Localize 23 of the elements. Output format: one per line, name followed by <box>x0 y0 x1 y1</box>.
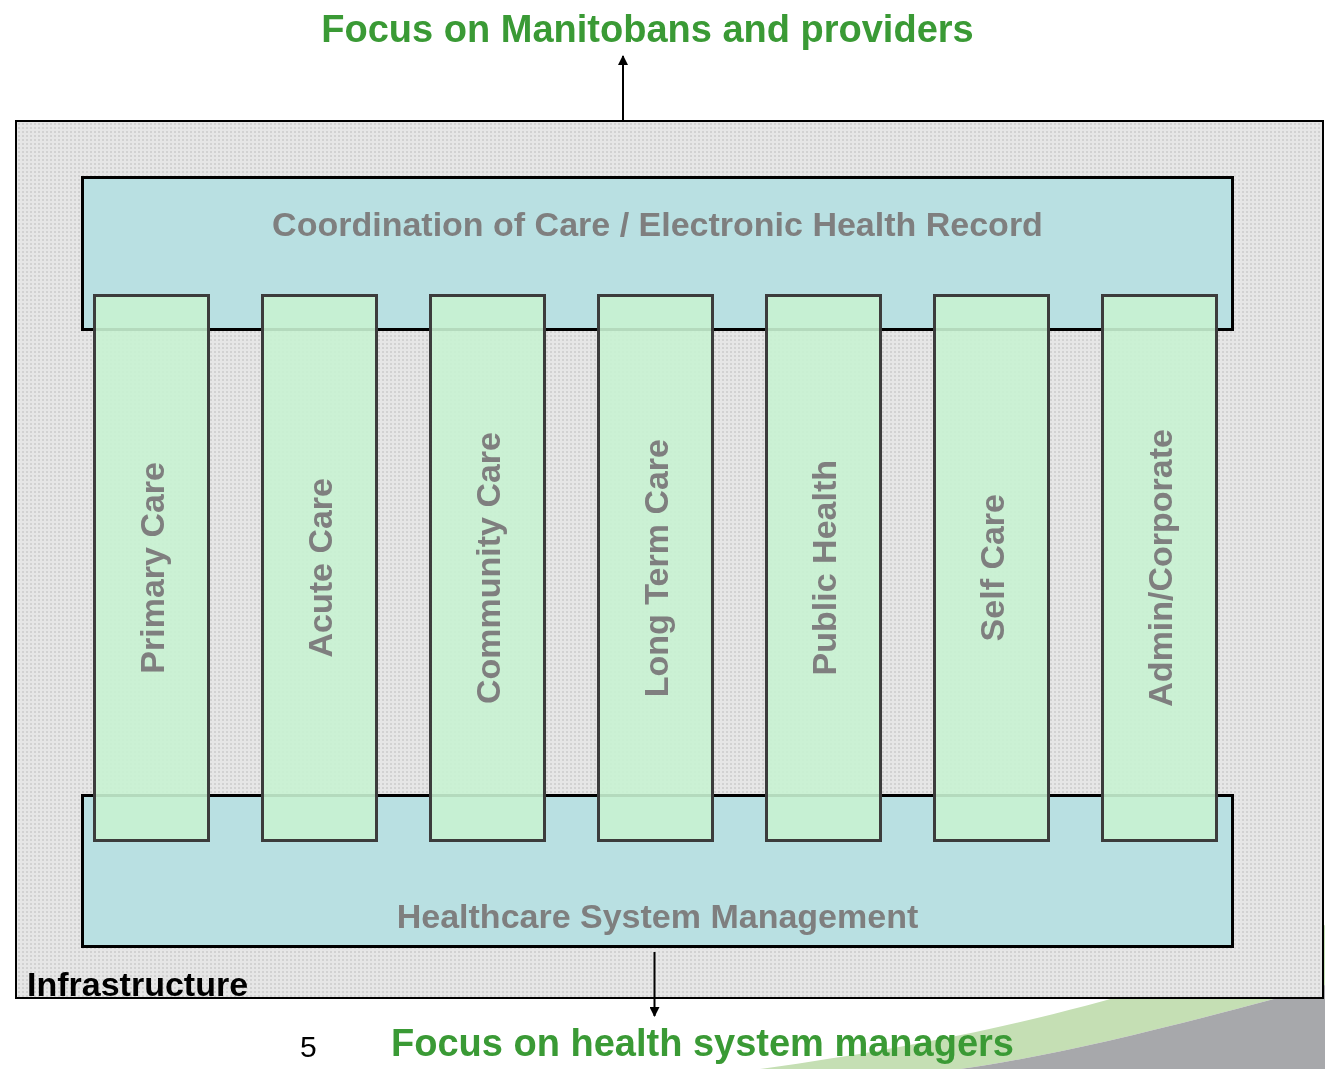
care-pillar <box>765 294 882 842</box>
care-pillar <box>429 294 546 842</box>
pillar-label: Primary Care <box>134 462 169 674</box>
care-pillar <box>261 294 378 842</box>
care-pillar <box>597 294 714 842</box>
arrow <box>618 55 628 121</box>
care-pillar <box>1101 294 1218 842</box>
pillar-label: Self Care <box>974 494 1009 642</box>
pillar-label: Community Care <box>470 431 505 705</box>
band-label: Coordination of Care / Electronic Health Record <box>272 207 1043 241</box>
arrow <box>649 951 660 1017</box>
care-pillar <box>933 294 1050 842</box>
page-number: 5 <box>300 1032 317 1062</box>
panel-label: Infrastructure <box>27 965 249 1003</box>
heading-text: Focus on health system managers <box>391 1024 1014 1062</box>
pillar-label: Acute Care <box>302 478 337 658</box>
band-label: Healthcare System Management <box>396 899 919 933</box>
pillar-label: Admin/Corporate <box>1142 429 1177 707</box>
heading-text: Focus on Manitobans and providers <box>321 10 974 48</box>
care-pillar <box>93 294 210 842</box>
infrastructure-panel <box>15 120 1324 999</box>
pillar-label: Long Term Care <box>638 438 673 698</box>
pillar-label: Public Health <box>806 460 841 676</box>
